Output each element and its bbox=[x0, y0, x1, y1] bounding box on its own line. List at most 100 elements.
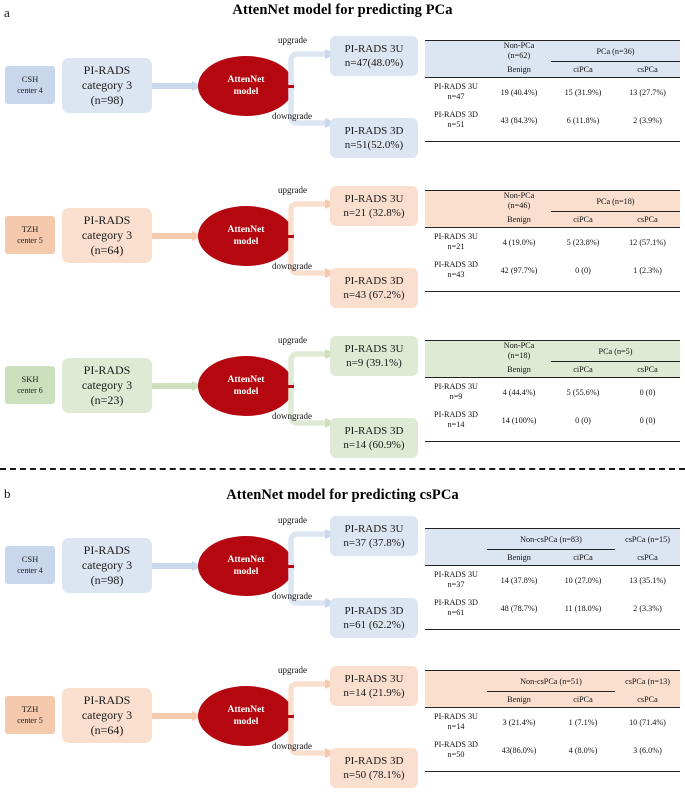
table-bottom-rule bbox=[425, 434, 680, 442]
model-ellipse-b2: AttenNet model bbox=[198, 686, 294, 746]
col-header-cipca: ciPCa bbox=[573, 65, 593, 74]
center-tag-line1: TZH bbox=[21, 704, 39, 714]
model-line1: AttenNet bbox=[227, 225, 265, 235]
table-row: PI-RADS 3U n=37 14 (37.8%) 10 (27.0%) 13… bbox=[425, 565, 680, 595]
edge-label-upgrade-b2: upgrade bbox=[278, 665, 307, 675]
col-header-cipca: ciPCa bbox=[573, 553, 593, 562]
col-corner bbox=[425, 362, 487, 378]
category-box-a3: PI-RADS category 3 (n=23) bbox=[62, 358, 152, 413]
downgrade-line2: n=51(52.0%) bbox=[344, 139, 404, 151]
cell-cipca: 1 (7.1%) bbox=[568, 717, 598, 727]
arrow-downgrade-b1 bbox=[288, 568, 336, 608]
row-label-line1: PI-RADS 3D bbox=[434, 260, 478, 269]
cell-cspca: 13 (35.1%) bbox=[629, 575, 666, 585]
row-label: PI-RADS 3D n=43 bbox=[425, 256, 487, 284]
table-row: PI-RADS 3D n=51 43 (84.3%) 6 (11.8%) 2 (… bbox=[425, 106, 680, 134]
category-line3: (n=64) bbox=[90, 243, 124, 257]
edge-label-upgrade-b1: upgrade bbox=[278, 515, 307, 525]
upgrade-box-b1: PI-RADS 3U n=37 (37.8%) bbox=[330, 516, 418, 556]
table-header-group-row: Non-PCa (n=18) PCa (n=5) bbox=[425, 340, 680, 362]
cell-benign: 42 (97.7%) bbox=[500, 265, 538, 275]
model-line1: AttenNet bbox=[227, 705, 265, 715]
model-line2: model bbox=[233, 717, 259, 727]
downgrade-box-b1: PI-RADS 3D n=61 (62.2%) bbox=[330, 598, 418, 638]
edge-label-downgrade-a3: downgrade bbox=[272, 411, 312, 421]
row-label-line2: n=14 bbox=[447, 420, 465, 429]
row-label-line1: PI-RADS 3U bbox=[434, 712, 478, 721]
model-ellipse-a1: AttenNet model bbox=[198, 56, 294, 116]
category-line2: category 3 bbox=[81, 558, 133, 572]
row-label-line2: n=21 bbox=[447, 242, 465, 251]
category-line3: (n=23) bbox=[90, 393, 124, 407]
table-row: PI-RADS 3U n=21 4 (19.0%) 5 (23.8%) 12 (… bbox=[425, 227, 680, 257]
corner-cell bbox=[425, 671, 487, 692]
row-label-line1: PI-RADS 3U bbox=[434, 232, 478, 241]
category-box-a2: PI-RADS category 3 (n=64) bbox=[62, 208, 152, 263]
group-header-right: PCa (n=36) bbox=[551, 40, 680, 62]
panel-letter-a: a bbox=[4, 5, 10, 20]
cell-cspca: 13 (27.7%) bbox=[629, 87, 666, 97]
model-line1: AttenNet bbox=[227, 555, 265, 565]
row-label-line2: n=47 bbox=[447, 92, 465, 101]
model-ellipse-a2: AttenNet model bbox=[198, 206, 294, 266]
center-tag-line2: center 4 bbox=[17, 566, 43, 575]
downgrade-line2: n=50 (78.1%) bbox=[343, 769, 405, 781]
cell-benign: 4 (44.4%) bbox=[502, 387, 536, 397]
cell-benign: 3 (21.4%) bbox=[502, 717, 536, 727]
cell-cipca: 15 (31.9%) bbox=[564, 87, 602, 97]
row-label-line2: n=9 bbox=[449, 392, 463, 401]
center-tag-b2: TZH center 5 bbox=[5, 696, 55, 734]
category-line1: PI-RADS bbox=[83, 213, 131, 227]
model-line1: AttenNet bbox=[227, 75, 265, 85]
results-table-a2: Non-PCa (n=46) PCa (n=18) Benign ciPCa c… bbox=[425, 190, 680, 292]
table-header-group-row: Non-csPCa (n=83) csPCa (n=15) bbox=[425, 528, 680, 550]
category-line1: PI-RADS bbox=[83, 543, 131, 557]
row-label-line2: n=14 bbox=[447, 722, 465, 731]
flow-block-b2: TZH center 5 PI-RADS category 3 (n=64) A… bbox=[0, 630, 685, 799]
arrow-category-to-model-a1 bbox=[152, 81, 202, 91]
edge-label-downgrade-b1: downgrade bbox=[272, 591, 312, 601]
table-row: PI-RADS 3U n=14 3 (21.4%) 1 (7.1%) 10 (7… bbox=[425, 707, 680, 737]
row-label-line1: PI-RADS 3D bbox=[434, 740, 478, 749]
center-tag-line1: SKH bbox=[21, 374, 39, 384]
row-label-line1: PI-RADS 3U bbox=[434, 570, 478, 579]
col-corner bbox=[425, 692, 487, 708]
cell-benign: 14 (100%) bbox=[501, 415, 537, 425]
center-tag-a2: TZH center 5 bbox=[5, 216, 55, 254]
table-row: PI-RADS 3U n=9 4 (44.4%) 5 (55.6%) 0 (0) bbox=[425, 377, 680, 407]
table-column-header-row: Benign ciPCa csPCa bbox=[425, 61, 680, 78]
col-corner bbox=[425, 62, 487, 78]
group-left-line1: Non-PCa bbox=[503, 191, 535, 201]
upgrade-line2: n=9 (39.1%) bbox=[346, 357, 402, 369]
col-corner bbox=[425, 212, 487, 228]
cell-benign: 4 (19.0%) bbox=[502, 237, 536, 247]
model-line2: model bbox=[233, 567, 259, 577]
flow-block-a1: CSH center 4 PI-RADS category 3 (n=98) A… bbox=[0, 0, 685, 170]
results-table-a1: Non-PCa (n=62) PCa (n=36) Benign ciPCa c… bbox=[425, 40, 680, 142]
center-tag-line2: center 5 bbox=[17, 236, 43, 245]
panel-title-b: AttenNet model for predicting csPCa bbox=[226, 487, 459, 503]
table-row: PI-RADS 3U n=47 19 (40.4%) 15 (31.9%) 13… bbox=[425, 77, 680, 107]
table-column-header-row: Benign ciPCa csPCa bbox=[425, 361, 680, 378]
table-header-group-row: Non-csPCa (n=51) csPCa (n=13) bbox=[425, 670, 680, 692]
downgrade-line1: PI-RADS 3D bbox=[344, 605, 404, 617]
upgrade-line1: PI-RADS 3U bbox=[344, 673, 404, 685]
cell-cspca: 0 (0) bbox=[639, 387, 656, 397]
category-line1: PI-RADS bbox=[83, 63, 131, 77]
cell-cipca: 4 (8.0%) bbox=[568, 745, 598, 755]
cell-cipca: 6 (11.8%) bbox=[566, 115, 600, 125]
category-box-b1: PI-RADS category 3 (n=98) bbox=[62, 538, 152, 593]
results-table-a3: Non-PCa (n=18) PCa (n=5) Benign ciPCa cs… bbox=[425, 340, 680, 442]
upgrade-box-a3: PI-RADS 3U n=9 (39.1%) bbox=[330, 336, 418, 376]
table-bottom-rule bbox=[425, 134, 680, 142]
row-label-line2: n=37 bbox=[447, 580, 465, 589]
cell-benign: 43 (84.3%) bbox=[500, 115, 538, 125]
cell-cspca: 10 (71.4%) bbox=[629, 717, 666, 727]
results-table-b1: Non-csPCa (n=83) csPCa (n=15) Benign ciP… bbox=[425, 528, 680, 630]
col-header-benign: Benign bbox=[507, 214, 531, 224]
center-tag-line1: CSH bbox=[21, 554, 39, 564]
col-header-benign: Benign bbox=[507, 695, 531, 704]
row-label-line2: n=61 bbox=[447, 608, 465, 617]
center-tag-line1: TZH bbox=[21, 224, 39, 234]
